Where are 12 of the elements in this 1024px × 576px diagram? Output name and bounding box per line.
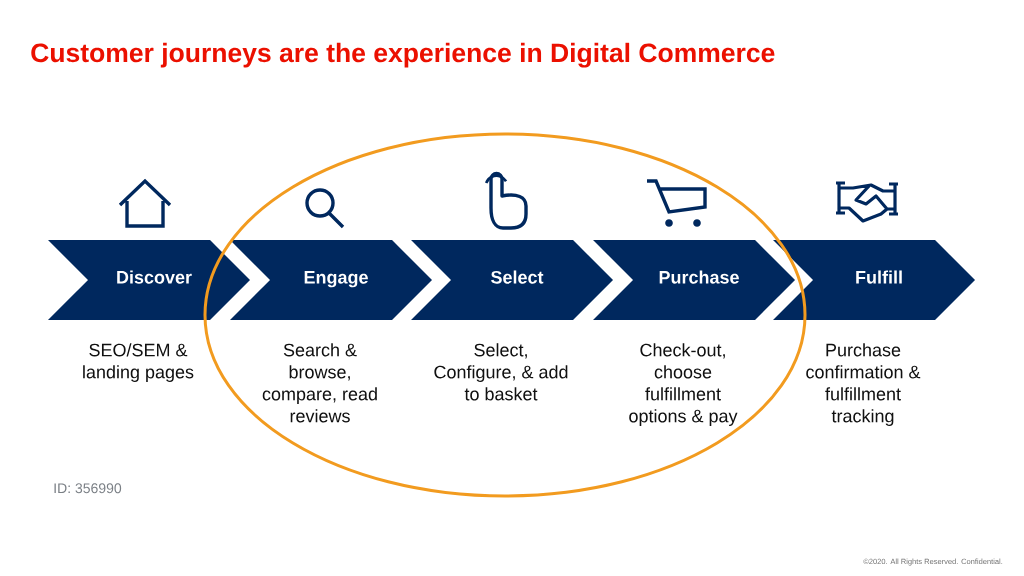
slide-title: Customer journeys are the experience in Digital Commerce	[31, 42, 775, 68]
step-description: Select, Configure, & add to basket	[434, 343, 568, 401]
chevron-step: Discover	[48, 240, 250, 320]
step-description: Purchase confirmation & fulfillment tracking	[806, 343, 921, 426]
chevron-step: Fulfill	[773, 240, 975, 320]
chevron-step: Engage	[230, 240, 432, 320]
document-id: ID: 356990	[54, 483, 122, 494]
step-description: Check-out, choose fulfillment options & pay	[629, 343, 738, 426]
chevron-step: Select	[411, 240, 613, 320]
chevron-step: Purchase	[593, 240, 795, 320]
step-description: Search & browse, compare, read reviews	[262, 343, 377, 423]
step-description: SEO/SEM & landing pages	[83, 343, 194, 382]
